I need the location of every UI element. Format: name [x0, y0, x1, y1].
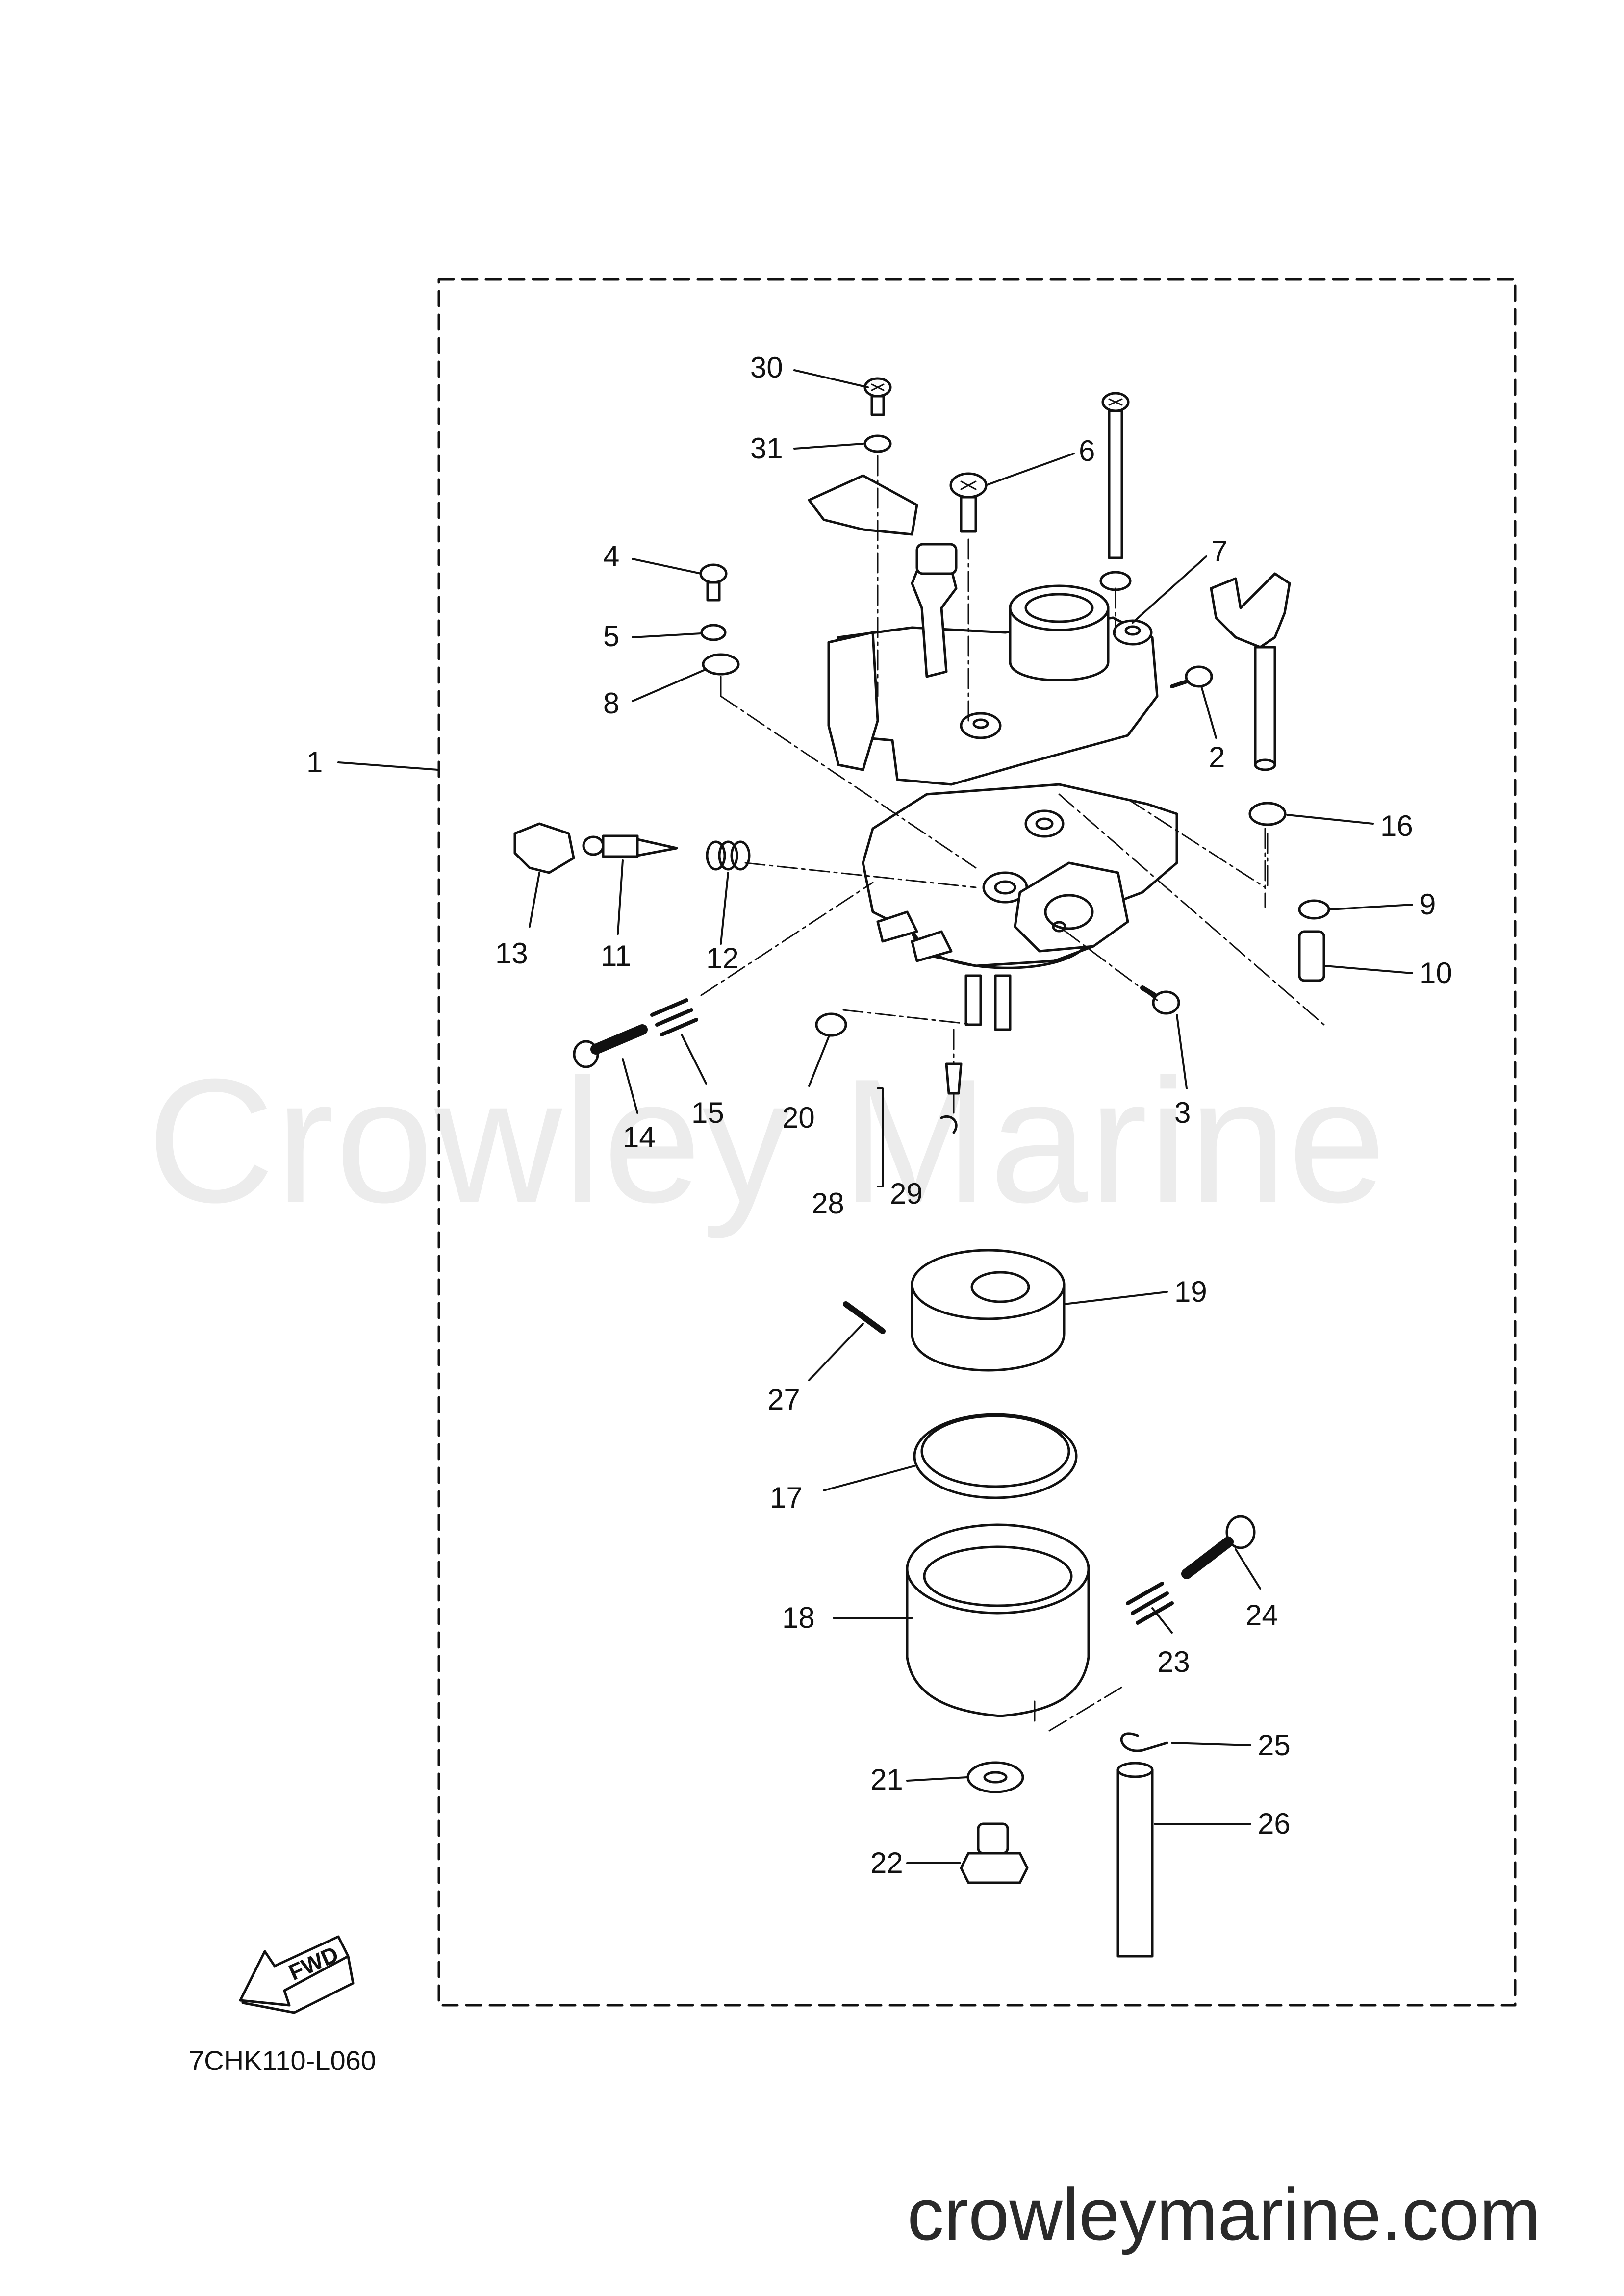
- callout-23: 23: [1157, 1645, 1190, 1678]
- part-13-cap: [513, 822, 575, 874]
- callout-11: 11: [601, 939, 631, 972]
- callout-12: 12: [706, 942, 739, 975]
- callout-17: 17: [770, 1481, 803, 1514]
- leader-lines: [337, 369, 1413, 1864]
- callout-4: 4: [603, 540, 619, 573]
- clamp-plate: [808, 474, 918, 536]
- part-31-washer: [863, 434, 892, 453]
- part-28-needle: [945, 1062, 963, 1095]
- part-30-screw: [863, 377, 892, 416]
- callout-22: 22: [870, 1846, 903, 1879]
- part-25-clip: [1120, 1732, 1168, 1752]
- callout-13: 13: [495, 937, 528, 970]
- part-5-washer: [700, 624, 727, 641]
- choke-lever: [1210, 572, 1291, 771]
- part-10-jet: [1298, 930, 1325, 982]
- watermark: Crowley Marine: [147, 1042, 1387, 1239]
- callout-5: 5: [603, 620, 619, 653]
- callout-19: 19: [1174, 1275, 1207, 1308]
- carburetor-body: [827, 543, 1178, 1031]
- part-19-float: [911, 1249, 1066, 1372]
- part-3-screw: [1140, 985, 1180, 1015]
- callout-6: 6: [1079, 434, 1095, 467]
- callout-2: 2: [1209, 741, 1225, 774]
- part-18-float-bowl: [906, 1523, 1090, 1717]
- callout-21: 21: [870, 1763, 903, 1796]
- part-11-pilot-screw: [582, 834, 678, 858]
- drawing-code: 7CHK110-L060: [189, 2045, 376, 2076]
- part-23-spring: [1126, 1582, 1174, 1625]
- part-17-gasket: [913, 1413, 1078, 1499]
- callout-30: 30: [750, 351, 783, 384]
- part-9-oring: [1298, 899, 1330, 920]
- callout-31: 31: [750, 432, 783, 465]
- part-22-plug: [960, 1822, 1029, 1884]
- assembly-boundary: [437, 278, 1517, 2007]
- callout-26: 26: [1258, 1807, 1291, 1840]
- part-7-washer: [1099, 571, 1132, 591]
- part-27-pin: [843, 1301, 886, 1334]
- part-26-hose: [1116, 1762, 1154, 1958]
- part-21-washer: [966, 1761, 1024, 1793]
- part-24-screw: [1181, 1515, 1256, 1579]
- fwd-arrow-icon: FWD: [239, 1935, 355, 2014]
- callout-24: 24: [1245, 1599, 1278, 1632]
- part-6-screw: [949, 472, 988, 533]
- callout-16: 16: [1380, 809, 1413, 842]
- callout-3: 3: [1174, 1096, 1191, 1129]
- callout-7: 7: [1211, 535, 1227, 568]
- callout-29: 29: [890, 1177, 923, 1210]
- part-14-screw: [573, 1024, 648, 1068]
- callout-28: 28: [812, 1187, 844, 1220]
- part-16-washer: [1248, 802, 1287, 826]
- callout-14: 14: [623, 1121, 656, 1154]
- callout-9: 9: [1420, 888, 1436, 921]
- callout-8: 8: [603, 687, 619, 720]
- part-20-plug: [815, 1012, 847, 1037]
- callout-27: 27: [767, 1383, 800, 1416]
- part-12-spring: [706, 840, 751, 871]
- callout-25: 25: [1258, 1729, 1291, 1762]
- part-15-spring: [650, 998, 698, 1036]
- center-lines: [700, 455, 1325, 1732]
- callout-20: 20: [782, 1101, 815, 1134]
- part-4-screw: [699, 563, 728, 602]
- callout-15: 15: [691, 1096, 724, 1129]
- part-29-clip: [940, 1115, 958, 1134]
- website-footer: crowleymarine.com: [907, 2173, 1541, 2255]
- part-8-tab-washer: [702, 653, 740, 676]
- callouts: 30 31 6 7 4 5 8 1 2 16 9 10 13 11 12 14 …: [306, 351, 1452, 1879]
- callout-1: 1: [306, 746, 323, 779]
- callout-18: 18: [782, 1601, 815, 1634]
- long-bolt: [1101, 392, 1130, 559]
- callout-10: 10: [1420, 957, 1452, 989]
- part-2-screw: [1170, 665, 1213, 688]
